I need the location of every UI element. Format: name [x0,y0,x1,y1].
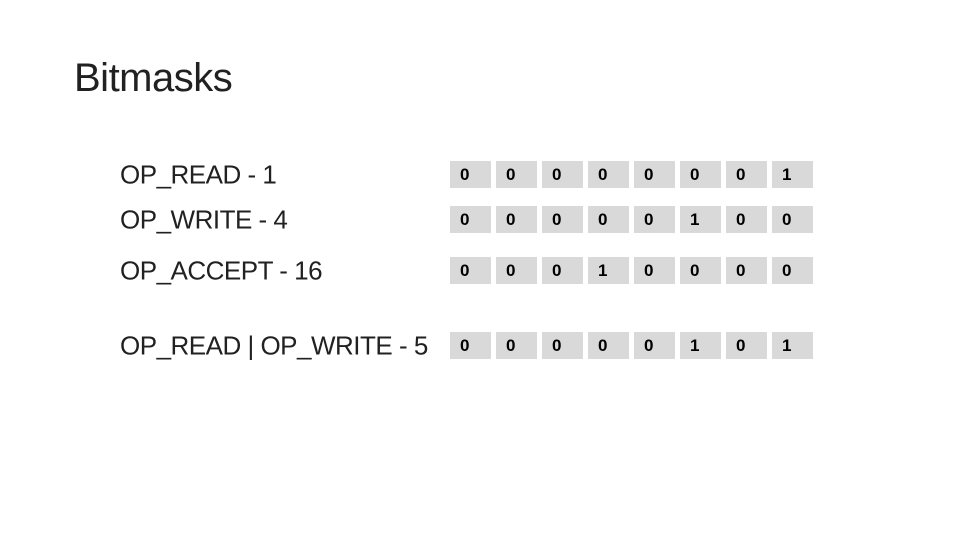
bit-cell: 0 [680,161,721,188]
bit-cell: 1 [588,257,629,284]
bit-cell: 0 [450,257,491,284]
bit-cell: 0 [450,332,491,359]
bit-cell: 0 [634,161,675,188]
bit-cell: 1 [680,206,721,233]
bit-cell: 0 [634,257,675,284]
bit-cell: 1 [680,332,721,359]
bit-cell: 0 [680,257,721,284]
bit-cell: 1 [772,161,813,188]
slide-title: Bitmasks [74,56,233,100]
bit-cell: 0 [726,161,767,188]
bit-cell: 0 [588,206,629,233]
bit-cell: 0 [542,161,583,188]
bit-cell: 0 [496,332,537,359]
bit-cell: 0 [450,161,491,188]
bit-cell: 0 [588,161,629,188]
bit-cell: 0 [634,332,675,359]
bit-cell: 0 [726,257,767,284]
bit-cell: 0 [772,206,813,233]
bit-cell: 0 [542,257,583,284]
bit-cell: 0 [496,206,537,233]
bit-cell: 0 [450,206,491,233]
row-label: OP_READ | OP_WRITE - 5 [120,330,428,360]
bit-cell: 1 [772,332,813,359]
row-label: OP_READ - 1 [120,159,277,189]
bit-cell: 0 [496,257,537,284]
bit-cell: 0 [726,332,767,359]
bit-cell: 0 [634,206,675,233]
row-label: OP_WRITE - 4 [120,204,288,234]
bit-cell: 0 [726,206,767,233]
bit-cell: 0 [496,161,537,188]
bit-cell: 0 [772,257,813,284]
bit-cell: 0 [542,206,583,233]
bit-cell: 0 [542,332,583,359]
bit-cell: 0 [588,332,629,359]
row-label: OP_ACCEPT - 16 [120,255,323,285]
